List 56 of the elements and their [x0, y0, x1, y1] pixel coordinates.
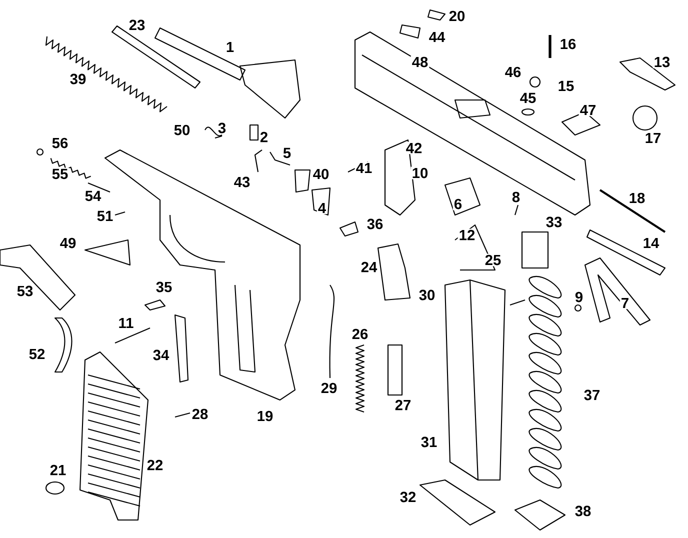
- callout-number: 29: [320, 382, 338, 394]
- callout-number: 26: [350, 328, 370, 340]
- callout-number: 9: [574, 290, 584, 304]
- callout-number: 10: [410, 166, 430, 180]
- callout-number: 2: [258, 130, 270, 144]
- callout-number: 44: [428, 30, 446, 44]
- callout-number: 35: [154, 280, 174, 294]
- callout-number: 3: [216, 122, 228, 134]
- callout-number: 17: [644, 132, 662, 144]
- callout-number: 36: [366, 218, 384, 230]
- callout-number: 22: [146, 458, 164, 472]
- callout-number: 47: [578, 104, 598, 116]
- callout-number: 51: [96, 210, 114, 222]
- callout-number: 15: [556, 80, 576, 92]
- callout-number: 24: [360, 260, 378, 274]
- callout-number: 6: [452, 198, 464, 210]
- callout-number: 8: [510, 190, 522, 204]
- callout-number: 30: [418, 288, 436, 302]
- callout-number: 13: [652, 56, 672, 68]
- callout-number: 54: [84, 190, 102, 202]
- callout-number: 40: [312, 168, 330, 180]
- callout-number: 19: [256, 410, 274, 422]
- callout-number: 5: [282, 146, 292, 160]
- callout-number: 46: [504, 66, 522, 78]
- callout-number: 11: [117, 316, 135, 330]
- callout-number: 23: [128, 18, 146, 32]
- callout-number: 25: [484, 254, 502, 266]
- callout-number: 1: [224, 40, 236, 54]
- callout-number: 45: [518, 92, 538, 104]
- callout-number: 7: [620, 296, 630, 310]
- callout-number: 42: [404, 142, 424, 154]
- callout-number: 18: [628, 192, 646, 204]
- callout-number: 20: [448, 10, 466, 22]
- callout-number: 52: [28, 348, 46, 360]
- callout-number: 28: [190, 408, 210, 420]
- callout-number: 14: [642, 236, 660, 250]
- callout-number: 27: [394, 398, 412, 412]
- callout-number: 43: [232, 176, 252, 188]
- callout-number: 49: [58, 236, 78, 250]
- callout-number: 53: [16, 284, 34, 298]
- callout-number: 50: [172, 124, 192, 136]
- callout-number: 31: [420, 436, 438, 448]
- callout-number: 4: [316, 202, 328, 214]
- callout-number: 37: [582, 388, 602, 402]
- callout-number: 55: [50, 168, 70, 180]
- callout-number: 32: [398, 490, 418, 504]
- callout-number: 38: [574, 504, 592, 518]
- callout-number: 16: [558, 38, 578, 50]
- callout-number: 39: [68, 72, 88, 86]
- callout-number: 48: [410, 56, 430, 68]
- callout-number: 56: [50, 136, 70, 150]
- callout-number: 12: [458, 228, 476, 242]
- callout-number: 34: [152, 348, 170, 362]
- callout-number: 21: [48, 464, 68, 476]
- callout-number: 41: [354, 162, 374, 174]
- callout-number: 33: [544, 216, 564, 228]
